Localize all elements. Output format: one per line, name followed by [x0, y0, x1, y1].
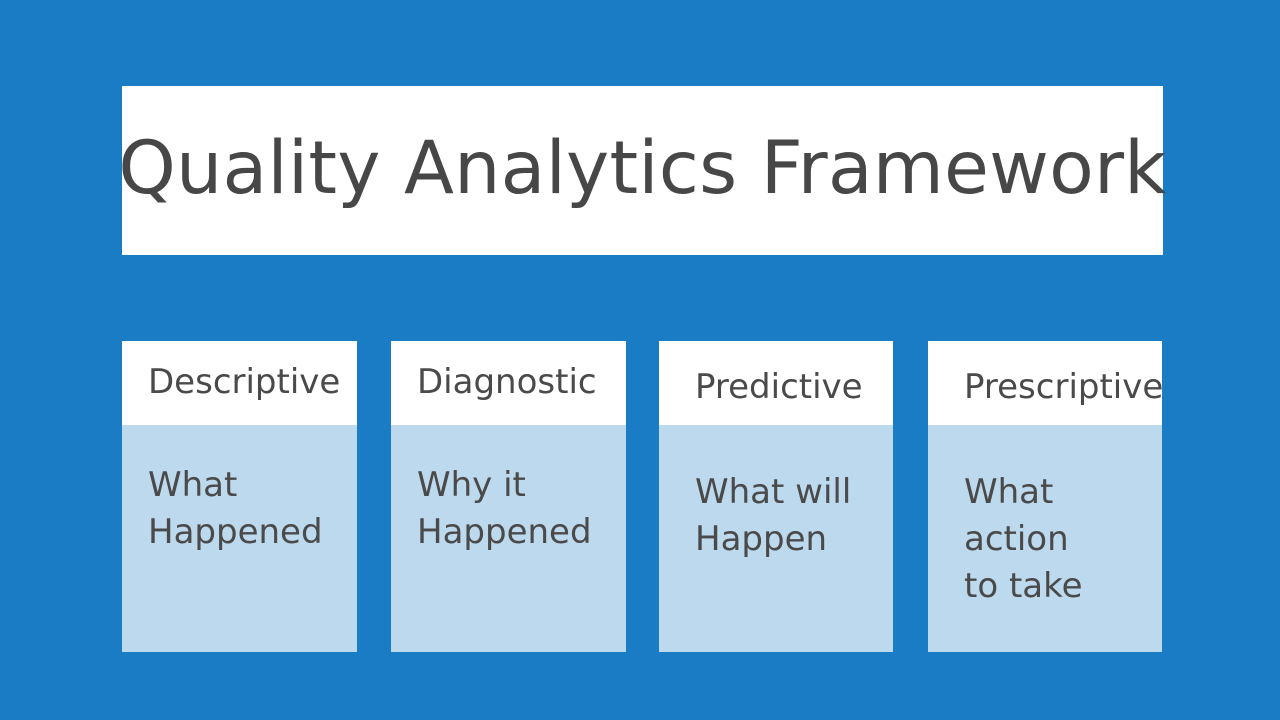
card-title-prescriptive: Prescriptive [964, 367, 1164, 407]
card-title-diagnostic: Diagnostic [417, 362, 597, 402]
page-title: Quality Analytics Framework [118, 126, 1167, 211]
title-card: Quality Analytics Framework [118, 86, 1166, 255]
card-body-prescriptive: What action to take [928, 425, 1162, 652]
card-header-diagnostic: Diagnostic [391, 341, 626, 425]
card-header-prescriptive: Prescriptive [928, 341, 1164, 425]
card-body-predictive: What will Happen [659, 425, 893, 652]
card-description-prescriptive: What action to take [964, 472, 1083, 606]
analytics-card-predictive[interactable]: Predictive What will Happen [659, 341, 893, 652]
card-title-predictive: Predictive [695, 367, 863, 407]
card-body-diagnostic: Why it Happened [391, 425, 626, 652]
card-description-descriptive: What Happened [148, 465, 323, 552]
card-body-descriptive: What Happened [122, 425, 357, 652]
analytics-card-prescriptive[interactable]: Prescriptive What action to take [928, 341, 1164, 652]
card-description-diagnostic: Why it Happened [417, 465, 592, 552]
card-header-predictive: Predictive [659, 341, 893, 425]
card-description-predictive: What will Happen [695, 472, 852, 559]
analytics-card-row: Descriptive What Happened Diagnostic Why… [122, 341, 1164, 652]
card-header-descriptive: Descriptive [122, 341, 357, 425]
analytics-card-descriptive[interactable]: Descriptive What Happened [122, 341, 357, 652]
analytics-card-diagnostic[interactable]: Diagnostic Why it Happened [391, 341, 626, 652]
card-title-descriptive: Descriptive [148, 362, 341, 402]
